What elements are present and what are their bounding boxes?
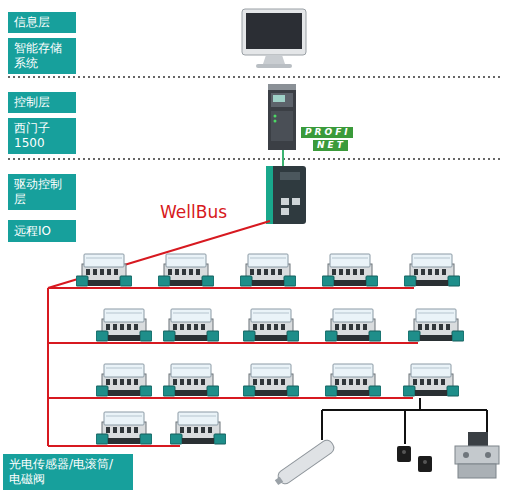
- profinet-logo-text: NET: [313, 140, 348, 151]
- layer-label-box: 信息层: [8, 12, 76, 33]
- layer-label-text: 信息层: [14, 15, 70, 30]
- layer-label-text: 控制层: [14, 95, 70, 110]
- wellbus-cable: [48, 221, 418, 446]
- monitor-icon: [242, 9, 306, 68]
- layer-label-box: 远程IO: [8, 220, 76, 242]
- gateway-icon: [266, 166, 306, 224]
- profinet-logo-text: PROFI: [301, 127, 353, 138]
- layer-label-box: 光电传感器/电滚筒/ 电磁阀: [3, 454, 133, 490]
- remote-io-module: [76, 254, 464, 444]
- profinet-cable: [282, 150, 284, 167]
- layer-label-text: 远程IO: [14, 224, 70, 239]
- layer-label-text: 智能存储 系统: [14, 41, 70, 71]
- layer-separator: [8, 76, 500, 78]
- roller-icon: [272, 438, 336, 488]
- layer-label-box: 驱动控制层: [8, 174, 76, 210]
- field-wiring: [322, 398, 487, 444]
- layer-label-box: 智能存储 系统: [8, 38, 76, 74]
- layer-label-text: 西门子 1500: [14, 121, 70, 151]
- layer-label-text: 光电传感器/电滚筒/ 电磁阀: [9, 457, 127, 487]
- layer-label-text: 驱动控制层: [14, 177, 70, 207]
- valve-icon: [455, 432, 499, 478]
- bus-name: WellBus: [160, 202, 227, 222]
- plc-icon: [268, 84, 296, 150]
- layer-label-box: 西门子 1500: [8, 118, 76, 154]
- layer-label-box: 控制层: [8, 92, 76, 113]
- sensor-icon: [397, 446, 432, 472]
- layer-separator: [8, 158, 500, 160]
